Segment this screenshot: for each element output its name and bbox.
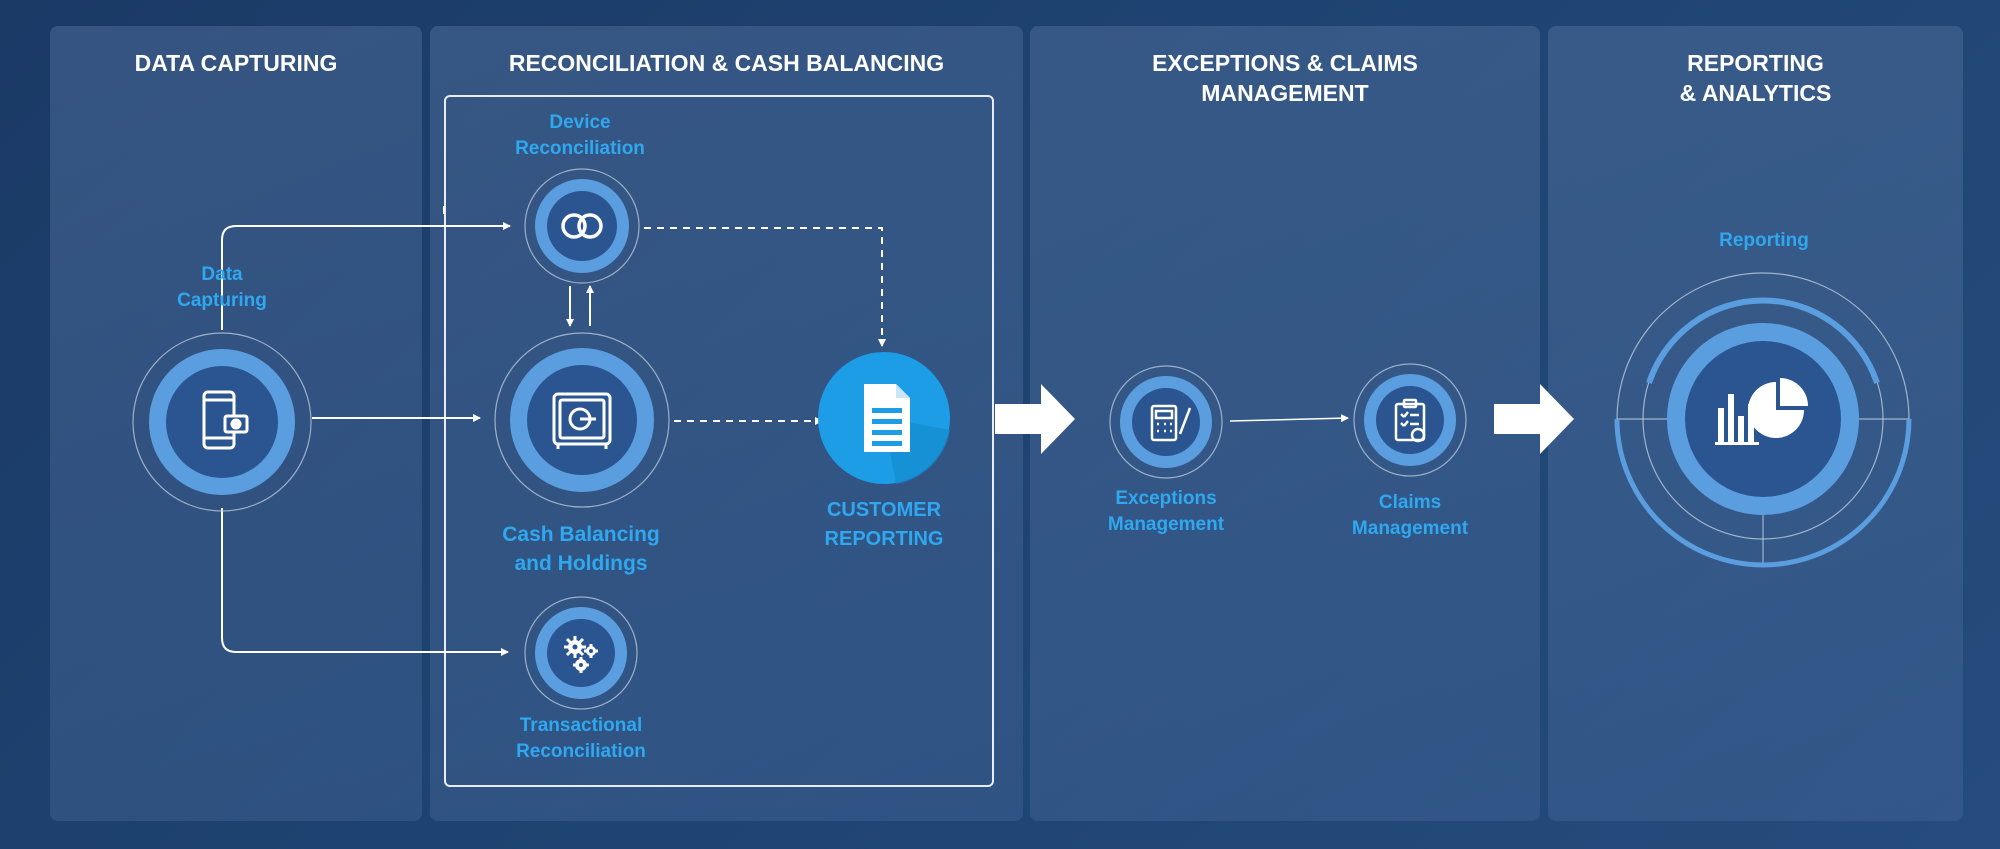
- device-reconciliation-label: Device Reconciliation: [515, 112, 645, 159]
- big-arrow-1: [995, 384, 1075, 454]
- panel-title: EXCEPTIONS & CLAIMS MANAGEMENT: [1152, 50, 1418, 106]
- calculator-pen-icon: [1150, 404, 1192, 442]
- reconciliation-frame: [444, 95, 994, 787]
- customer-reporting-node: [818, 352, 950, 484]
- reporting-label: Reporting: [1719, 230, 1809, 251]
- panel-title: RECONCILIATION & CASH BALANCING: [508, 50, 945, 76]
- claims-management-node: [1353, 363, 1467, 477]
- clipboard-icon: [1394, 398, 1426, 443]
- bar-pie-chart-icon: [1715, 378, 1808, 445]
- connector-exceptions-to-claims: [1229, 414, 1349, 423]
- panel-title: REPORTING & ANALYTICS: [1679, 50, 1832, 106]
- panel-title: DATA CAPTURING: [134, 50, 338, 76]
- gears-icon: [564, 636, 598, 673]
- transactional-reconciliation-node: [524, 596, 638, 710]
- document-icon: [864, 384, 910, 452]
- data-capturing-label: Data Capturing: [177, 264, 267, 311]
- connector-to-device: [221, 222, 511, 330]
- transactional-reconciliation-label: Transactional Reconciliation: [516, 715, 646, 762]
- exceptions-management-node: [1109, 365, 1223, 479]
- data-capturing-node: [132, 332, 312, 512]
- mobile-camera-icon: [202, 390, 249, 450]
- safe-icon: [552, 392, 612, 449]
- connector-to-transactional: [221, 508, 509, 656]
- cash-balancing-node: [494, 332, 670, 508]
- big-arrow-2: [1494, 384, 1574, 454]
- device-reconciliation-node: [524, 168, 640, 284]
- linked-rings-icon: [561, 213, 603, 239]
- exceptions-management-label: Exceptions Management: [1107, 488, 1225, 535]
- customer-reporting-label: CUSTOMER REPORTING: [824, 499, 944, 550]
- connector-device-to-report: [644, 227, 886, 347]
- reporting-node: [1614, 272, 1912, 568]
- cash-balancing-label: Cash Balancing and Holdings: [502, 523, 660, 575]
- claims-management-label: Claims Management: [1351, 492, 1469, 539]
